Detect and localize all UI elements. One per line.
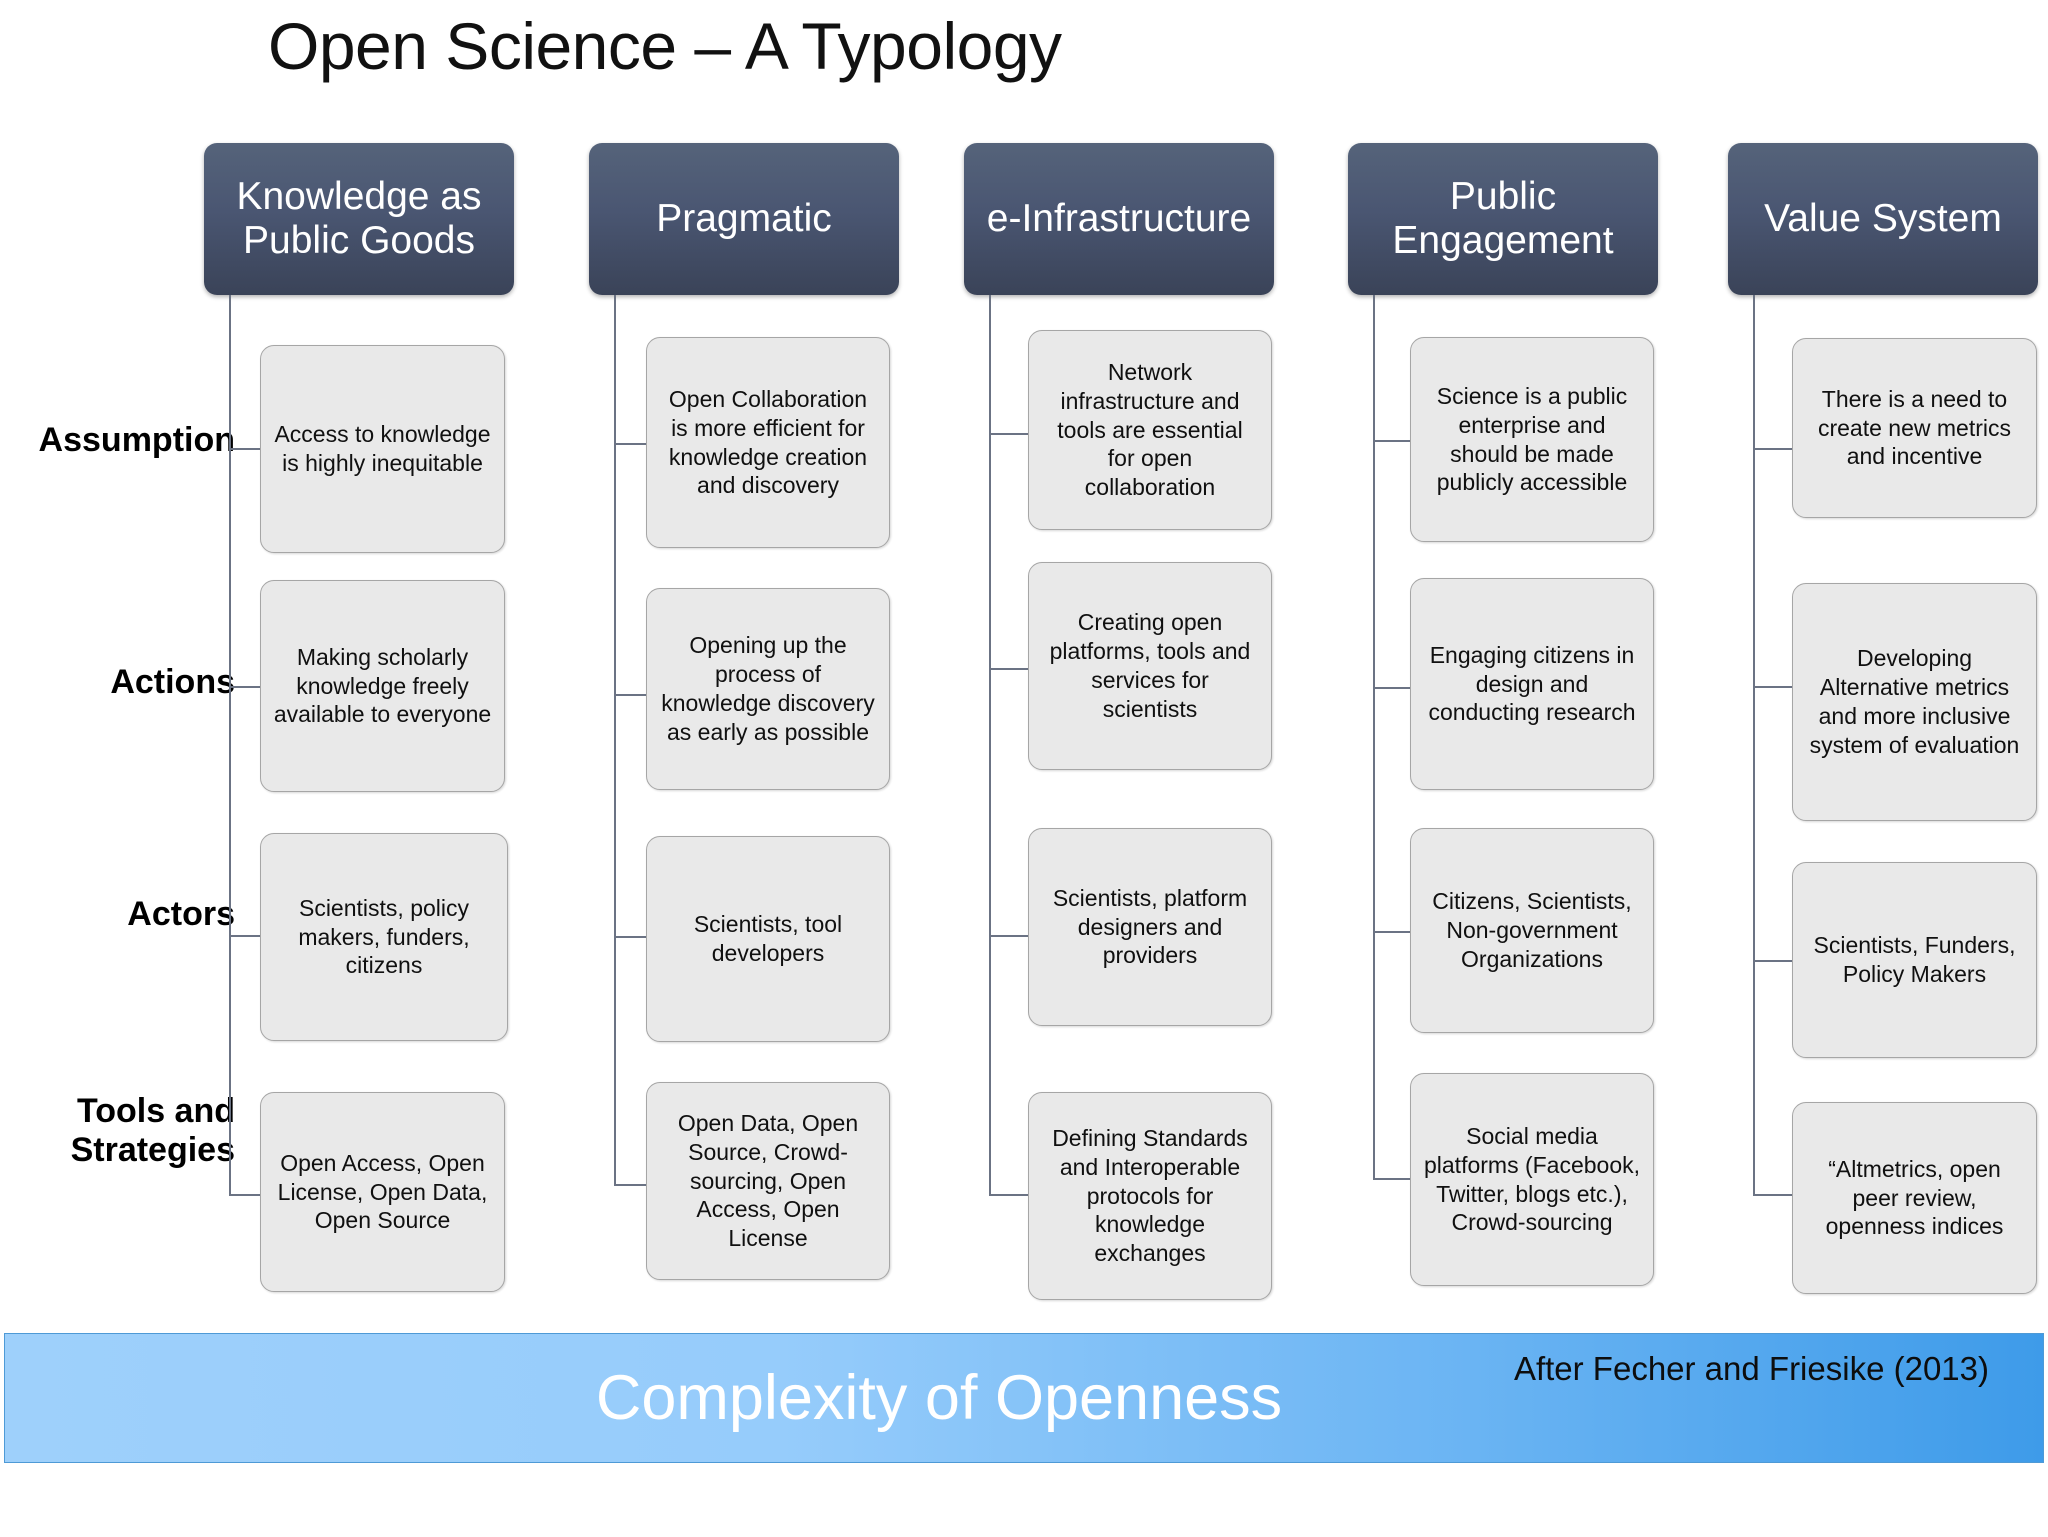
banner-title: Complexity of Openness: [595, 1363, 1283, 1433]
cell-public-actors[interactable]: Citizens, Scientists, Non-government Org…: [1410, 828, 1654, 1033]
row-label-actors: Actors: [127, 895, 235, 933]
cell-pragmatic-actors[interactable]: Scientists, tool developers: [646, 836, 890, 1042]
branch-connector-2-actions: [614, 694, 646, 696]
cell-value-actors[interactable]: Scientists, Funders, Policy Makers: [1792, 862, 2037, 1058]
branch-connector-5-tools: [1753, 1194, 1792, 1196]
cell-pragmatic-assumption[interactable]: Open Collaboration is more efficient for…: [646, 337, 890, 548]
cell-public-assumption[interactable]: Science is a public enterprise and shoul…: [1410, 337, 1654, 542]
column-header-value-system[interactable]: Value System: [1728, 143, 2038, 295]
branch-connector-1-actions: [229, 686, 260, 688]
cell-public-actions[interactable]: Engaging citizens in design and conducti…: [1410, 578, 1654, 790]
column-header-public-engagement[interactable]: Public Engagement: [1348, 143, 1658, 295]
branch-connector-2-assumption: [614, 443, 646, 445]
cell-knowledge-tools[interactable]: Open Access, Open License, Open Data, Op…: [260, 1092, 505, 1292]
branch-connector-4-tools: [1373, 1178, 1410, 1180]
column-header-pragmatic[interactable]: Pragmatic: [589, 143, 899, 295]
banner-credit: After Fecher and Friesike (2013): [1513, 1350, 1989, 1387]
branch-connector-5-actors: [1753, 960, 1792, 962]
column-header-e-infrastructure[interactable]: e-Infrastructure: [964, 143, 1274, 295]
cell-value-tools[interactable]: “Altmetrics, open peer review, openness …: [1792, 1102, 2037, 1294]
column-header-knowledge-as-public-goods[interactable]: Knowledge as Public Goods: [204, 143, 514, 295]
cell-value-assumption[interactable]: There is a need to create new metrics an…: [1792, 338, 2037, 518]
branch-connector-1-assumption: [229, 448, 260, 450]
cell-einfra-tools[interactable]: Defining Standards and Interoperable pro…: [1028, 1092, 1272, 1300]
branch-connector-5-assumption: [1753, 448, 1792, 450]
branch-connector-3-tools: [989, 1194, 1028, 1196]
row-label-actions: Actions: [110, 663, 235, 701]
branch-connector-5-actions: [1753, 686, 1792, 688]
row-label-tools: Tools and Strategies: [70, 1092, 235, 1169]
branch-connector-4-actions: [1373, 687, 1410, 689]
row-label-assumption: Assumption: [38, 421, 235, 459]
branch-connector-4-actors: [1373, 931, 1410, 933]
branch-connector-3-actors: [989, 935, 1028, 937]
branch-connector-3-actions: [989, 668, 1028, 670]
cell-public-tools[interactable]: Social media platforms (Facebook, Twitte…: [1410, 1073, 1654, 1286]
cell-einfra-actors[interactable]: Scientists, platform designers and provi…: [1028, 828, 1272, 1026]
branch-connector-2-actors: [614, 936, 646, 938]
branch-connector-1-tools: [229, 1194, 260, 1196]
cell-value-actions[interactable]: Developing Alternative metrics and more …: [1792, 583, 2037, 821]
column-connector-line-3: [989, 295, 991, 1196]
branch-connector-1-actors: [229, 935, 260, 937]
complexity-banner: Complexity of Openness After Fecher and …: [4, 1333, 2044, 1463]
page-title: Open Science – A Typology: [268, 9, 1062, 83]
column-connector-line-4: [1373, 295, 1375, 1180]
cell-einfra-actions[interactable]: Creating open platforms, tools and servi…: [1028, 562, 1272, 770]
cell-knowledge-actions[interactable]: Making scholarly knowledge freely availa…: [260, 580, 505, 792]
branch-connector-2-tools: [614, 1184, 646, 1186]
cell-pragmatic-actions[interactable]: Opening up the process of knowledge disc…: [646, 588, 890, 790]
column-connector-line-1: [229, 295, 231, 1196]
branch-connector-3-assumption: [989, 433, 1028, 435]
column-connector-line-2: [614, 295, 616, 1185]
cell-knowledge-assumption[interactable]: Access to knowledge is highly inequitabl…: [260, 345, 505, 553]
column-connector-line-5: [1753, 295, 1755, 1196]
branch-connector-4-assumption: [1373, 440, 1410, 442]
cell-einfra-assumption[interactable]: Network infrastructure and tools are ess…: [1028, 330, 1272, 530]
cell-pragmatic-tools[interactable]: Open Data, Open Source, Crowd-sourcing, …: [646, 1082, 890, 1280]
cell-knowledge-actors[interactable]: Scientists, policy makers, funders, citi…: [260, 833, 508, 1041]
